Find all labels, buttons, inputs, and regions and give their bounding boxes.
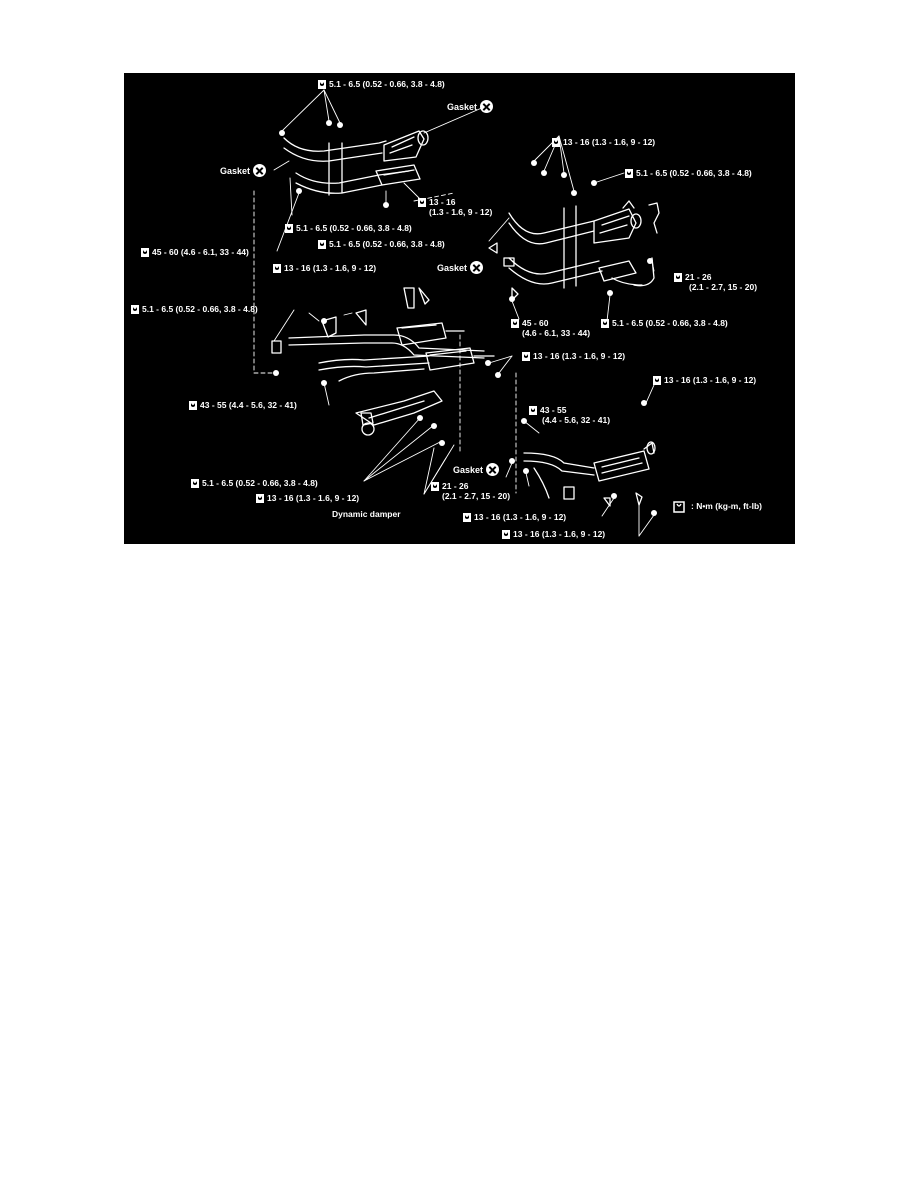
dashed-leaders [253, 190, 517, 494]
heat-shield-center [355, 390, 443, 426]
torque-label: 5.1 - 6.5 (0.52 - 0.66, 3.8 - 4.8) [624, 168, 752, 179]
dynamic-damper-label: Dynamic damper [332, 509, 401, 519]
torque-label: 13 - 16 (1.3 - 1.6, 9 - 12) [272, 263, 376, 274]
torque-wrench-icon [130, 304, 140, 315]
torque-label: 45 - 60(4.6 - 6.1, 33 - 44) [510, 318, 590, 338]
torque-label: 13 - 16 (1.3 - 1.6, 9 - 12) [501, 529, 605, 540]
torque-label: 13 - 16 (1.3 - 1.6, 9 - 12) [551, 137, 655, 148]
gasket-replace-icon [486, 463, 500, 476]
gasket-replace-icon [470, 261, 484, 274]
front-tube-left [283, 137, 410, 196]
bolts [273, 120, 657, 516]
rear-muffler [523, 441, 656, 507]
torque-label: 5.1 - 6.5 (0.52 - 0.66, 3.8 - 4.8) [190, 478, 318, 489]
torque-wrench-icon [190, 478, 200, 489]
exhaust-system-diagram: 5.1 - 6.5 (0.52 - 0.66, 3.8 - 4.8) Gaske… [124, 73, 795, 544]
torque-label: 21 - 26(2.1 - 2.7, 15 - 20) [673, 272, 757, 292]
exhaust-parts-drawing [253, 89, 660, 537]
torque-wrench-icon [624, 168, 634, 179]
torque-wrench-icon [673, 272, 683, 283]
torque-wrench-icon [255, 493, 265, 504]
torque-wrench-icon [521, 351, 531, 362]
center-pipe [288, 334, 485, 382]
torque-wrench-icon [528, 405, 538, 416]
torque-label: 13 - 16 (1.3 - 1.6, 9 - 12) [255, 493, 359, 504]
torque-wrench-icon [317, 239, 327, 250]
catalytic-converter-left [375, 130, 429, 186]
torque-label: 13 - 16 (1.3 - 1.6, 9 - 12) [462, 512, 566, 523]
torque-wrench-icon [462, 512, 472, 523]
torque-wrench-icon [551, 137, 561, 148]
center-muffler-upper [396, 322, 465, 346]
gasket-replace-icon [253, 164, 267, 177]
gasket-replace-icon [480, 100, 494, 113]
torque-wrench-icon [417, 197, 427, 208]
torque-label: 5.1 - 6.5 (0.52 - 0.66, 3.8 - 4.8) [284, 223, 412, 234]
gasket-label: Gasket [447, 100, 494, 113]
torque-label: 5.1 - 6.5 (0.52 - 0.66, 3.8 - 4.8) [317, 239, 445, 250]
torque-wrench-icon [272, 263, 282, 274]
torque-label: 21 - 26(2.1 - 2.7, 15 - 20) [430, 481, 510, 501]
torque-label: 45 - 60 (4.6 - 6.1, 33 - 44) [140, 247, 249, 258]
torque-wrench-icon [430, 481, 440, 492]
torque-wrench-icon [510, 318, 520, 329]
torque-legend: : N•m (kg-m, ft-lb) [673, 501, 762, 513]
torque-wrench-icon [501, 529, 511, 540]
torque-wrench-icon [188, 400, 198, 411]
torque-wrench-icon [600, 318, 610, 329]
torque-label: 13 - 16(1.3 - 1.6, 9 - 12) [417, 197, 492, 217]
gasket-label: Gasket [453, 463, 500, 476]
torque-label: 43 - 55(4.4 - 5.6, 32 - 41) [528, 405, 610, 425]
torque-wrench-icon [652, 375, 662, 386]
front-tube-right [508, 205, 643, 289]
torque-label: 5.1 - 6.5 (0.52 - 0.66, 3.8 - 4.8) [317, 79, 445, 90]
torque-wrench-icon [317, 79, 327, 90]
torque-label: 5.1 - 6.5 (0.52 - 0.66, 3.8 - 4.8) [130, 304, 258, 315]
torque-label: 5.1 - 6.5 (0.52 - 0.66, 3.8 - 4.8) [600, 318, 728, 329]
gasket-label: Gasket [437, 261, 484, 274]
torque-wrench-icon [140, 247, 150, 258]
torque-label: 13 - 16 (1.3 - 1.6, 9 - 12) [521, 351, 625, 362]
torque-wrench-icon [284, 223, 294, 234]
torque-label: 13 - 16 (1.3 - 1.6, 9 - 12) [652, 375, 756, 386]
torque-label: 43 - 55 (4.4 - 5.6, 32 - 41) [188, 400, 297, 411]
torque-wrench-icon [673, 501, 685, 513]
gasket-label: Gasket [220, 164, 267, 177]
